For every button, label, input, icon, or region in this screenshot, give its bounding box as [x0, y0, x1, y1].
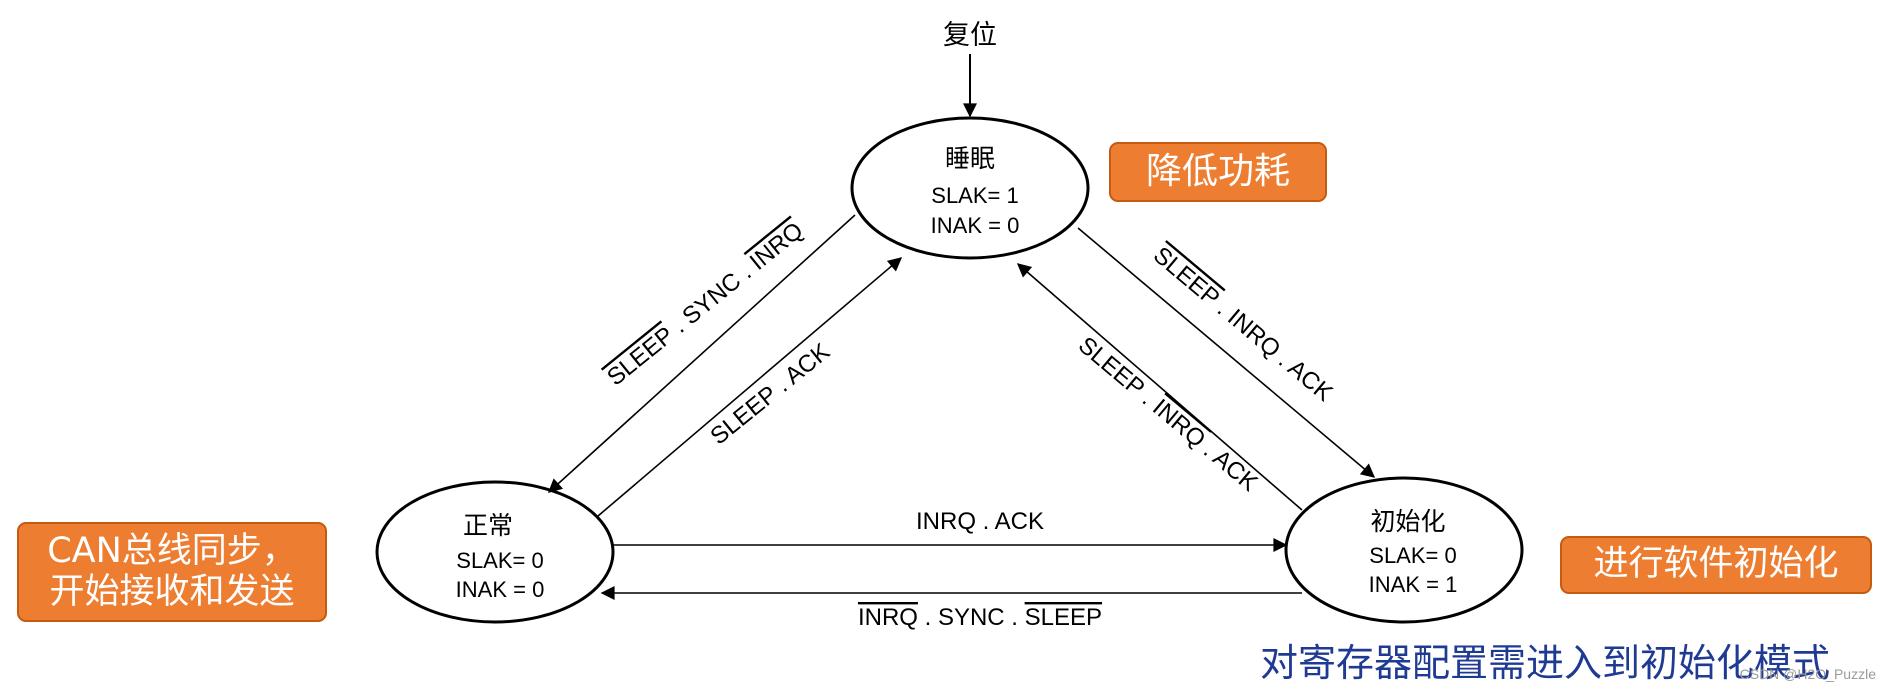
- callout-init: 进行软件初始化: [1560, 536, 1872, 594]
- arrow-init-to-sleep: [1016, 263, 1303, 511]
- label-sleep-to-normal-sleep: SLEEP: [602, 322, 679, 391]
- state-normal-name: 正常: [463, 511, 513, 540]
- state-normal-ellipse: [375, 480, 615, 624]
- label-init-to-normal-inrq: INRQ: [858, 604, 918, 631]
- label-init-to-normal: INRQ . SYNC . SLEEP: [858, 604, 1102, 631]
- callout-init-text: 进行软件初始化: [1593, 544, 1839, 585]
- state-normal-inak: INAK = 0: [456, 577, 545, 602]
- arrow-sleep-to-init: [1077, 227, 1376, 478]
- label-init-to-sleep-ack: . ACK: [1193, 432, 1262, 496]
- state-sleep: 睡眠 SLAK= 1 INAK = 0: [850, 116, 1090, 260]
- label-init-to-sleep-sleep: SLEEP .: [1073, 332, 1165, 415]
- state-init-slak: SLAK= 0: [1369, 543, 1456, 568]
- reset-label: 复位: [943, 20, 997, 51]
- label-init-to-sleep: SLEEP . INRQ . ACK: [1073, 332, 1263, 497]
- state-normal: 正常 SLAK= 0 INAK = 0: [375, 480, 615, 624]
- state-init-inak: INAK = 1: [1369, 572, 1458, 597]
- arrow-normal-to-sleep: [597, 257, 903, 517]
- label-normal-to-sleep: SLEEP . ACK: [705, 338, 835, 450]
- config-note: 对寄存器配置需进入到初始化模式: [1260, 641, 1831, 685]
- arrow-sleep-to-normal: [547, 214, 856, 493]
- label-sleep-to-normal: SLEEP . SYNC . INRQ: [602, 217, 808, 391]
- state-init: 初始化 SLAK= 0 INAK = 1: [1284, 476, 1524, 624]
- label-sleep-to-normal-inrq: INRQ: [745, 217, 809, 276]
- label-sleep-to-init-rest: . INRQ . ACK: [1207, 291, 1338, 407]
- callout-sleep: 降低功耗: [1109, 142, 1327, 202]
- state-init-name: 初始化: [1370, 507, 1445, 536]
- label-sleep-to-init-sleep: SLEEP: [1148, 242, 1224, 312]
- label-init-to-normal-sync: . SYNC .: [918, 604, 1025, 631]
- callout-normal: CAN总线同步，开始接收和发送: [17, 522, 327, 622]
- callout-normal-text: CAN总线同步，开始接收和发送: [47, 530, 297, 612]
- watermark: CSDN @H2O_Puzzle: [1739, 666, 1876, 682]
- label-sleep-to-normal-sync: . SYNC .: [662, 255, 762, 343]
- callout-sleep-text: 降低功耗: [1145, 150, 1290, 192]
- state-sleep-name: 睡眠: [945, 144, 995, 173]
- label-init-to-normal-sleep: SLEEP: [1025, 604, 1102, 631]
- state-sleep-inak: INAK = 0: [931, 213, 1020, 238]
- label-normal-to-init: INRQ . ACK: [916, 508, 1044, 535]
- state-sleep-slak: SLAK= 1: [931, 183, 1018, 208]
- state-normal-slak: SLAK= 0: [456, 548, 543, 573]
- state-sleep-ellipse: [850, 116, 1090, 260]
- label-sleep-to-init: SLEEP . INRQ . ACK: [1148, 242, 1338, 407]
